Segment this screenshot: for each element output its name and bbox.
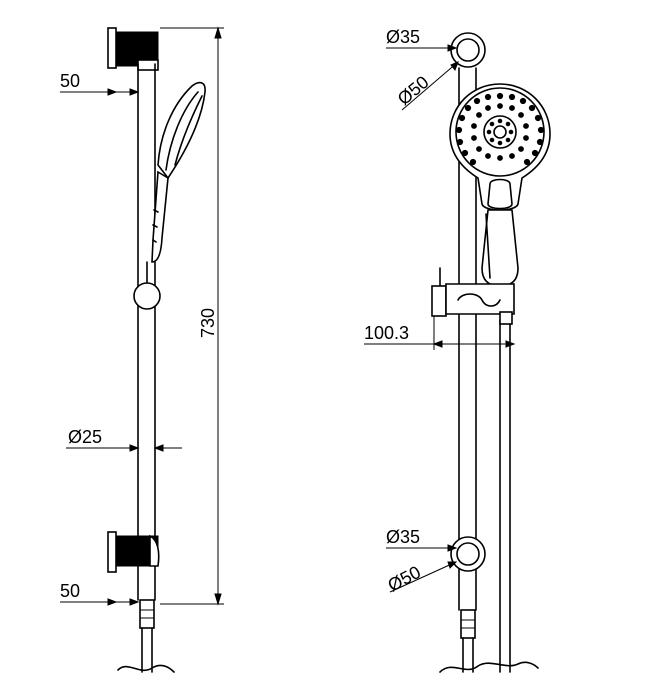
dim-bottom-offset-label: 50 <box>60 581 80 601</box>
top-wall-bracket <box>107 27 159 71</box>
bottom-wall-bracket <box>107 531 160 573</box>
dim-bar-diameter-label: Ø25 <box>68 427 102 447</box>
dim-bottom-ring-inner-label: Ø35 <box>386 527 420 547</box>
side-view: 50 730 Ø25 50 <box>60 26 224 673</box>
dim-bottom-ring-outer-label: Ø50 <box>384 562 423 596</box>
dim-bottom-ring: Ø35 Ø50 <box>384 527 458 596</box>
front-view: 100.3 Ø35 Ø50 Ø35 Ø50 <box>364 27 551 673</box>
spray-nozzles <box>455 92 545 166</box>
hose-front <box>439 609 539 673</box>
slide-bar <box>137 63 156 601</box>
dim-top-offset: 50 <box>60 71 140 96</box>
bottom-ring <box>450 536 486 572</box>
dim-slider-depth: 100.3 <box>364 316 516 350</box>
slider-holder-front <box>431 267 515 325</box>
dim-top-ring-outer-label: Ø50 <box>394 72 433 109</box>
dim-top-ring-inner-label: Ø35 <box>386 27 420 47</box>
slider-holder-side <box>133 261 161 310</box>
dim-bar-length-label: 730 <box>198 308 218 338</box>
dim-top-offset-label: 50 <box>60 71 80 91</box>
dim-top-ring: Ø35 Ø50 <box>386 27 459 111</box>
dim-bar-diameter: Ø25 <box>66 427 182 452</box>
hose-side <box>117 599 175 673</box>
top-ring <box>450 32 486 68</box>
dim-bottom-offset: 50 <box>60 581 140 606</box>
dim-slider-depth-label: 100.3 <box>364 323 409 343</box>
dim-bar-length: 730 <box>160 26 224 606</box>
hand-shower-side <box>151 81 206 263</box>
hand-shower-front <box>449 83 551 287</box>
